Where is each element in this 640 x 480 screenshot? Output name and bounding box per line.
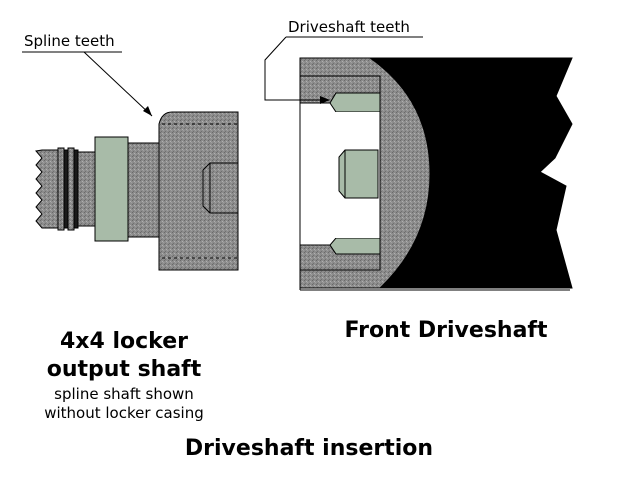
spline-teeth-callout: Spline teeth [22,32,153,117]
output-shaft-end-bore [202,162,239,214]
output-shaft-title-line2: output shaft [47,357,202,382]
spline-teeth-label: Spline teeth [24,32,115,50]
spline-teeth-leader [83,51,153,117]
output-shaft-sleeve [94,136,129,242]
output-shaft-splined-end [35,149,61,229]
output-shaft-spline-head [158,111,239,271]
spline-teeth-arrowhead [143,106,152,116]
diagram-caption: Driveshaft insertion [185,436,433,461]
output-shaft-note-line2: without locker casing [44,404,204,422]
driveshaft-teeth-label: Driveshaft teeth [288,18,410,36]
output-shaft-ring-groove [63,149,69,229]
driveshaft-teeth-leader [264,36,326,101]
output-shaft-ring [67,147,75,231]
output-shaft [35,111,239,271]
output-shaft-transition [127,142,160,238]
output-shaft-note-line1: spline shaft shown [54,385,194,403]
output-shaft-neck [77,151,96,227]
driveshaft-teeth-callout: Driveshaft teeth [264,18,423,104]
output-shaft-ring-groove [73,149,79,229]
driveshaft-cup [299,57,431,289]
output-shaft-ring [57,147,65,231]
driveshaft-tooth-top [329,92,381,113]
output-shaft-title-line1: 4x4 locker [60,329,188,354]
front-driveshaft [299,57,573,291]
driveshaft-tooth-bottom [329,237,381,255]
driveshaft-teeth-arrowhead [320,96,330,104]
front-driveshaft-title: Front Driveshaft [344,318,548,343]
